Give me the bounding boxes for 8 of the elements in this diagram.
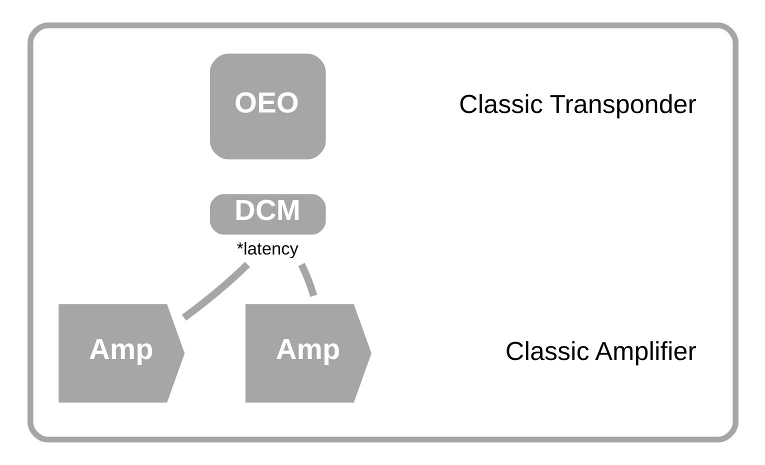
connector <box>298 262 317 297</box>
label: Classic Transponder <box>458 88 696 119</box>
node-box: DCM <box>209 194 326 235</box>
node-box: OEO <box>209 54 326 160</box>
node-label: *latency <box>236 238 298 258</box>
label: Classic Amplifier <box>504 336 696 366</box>
connector <box>181 262 250 321</box>
cluster <box>26 22 738 442</box>
